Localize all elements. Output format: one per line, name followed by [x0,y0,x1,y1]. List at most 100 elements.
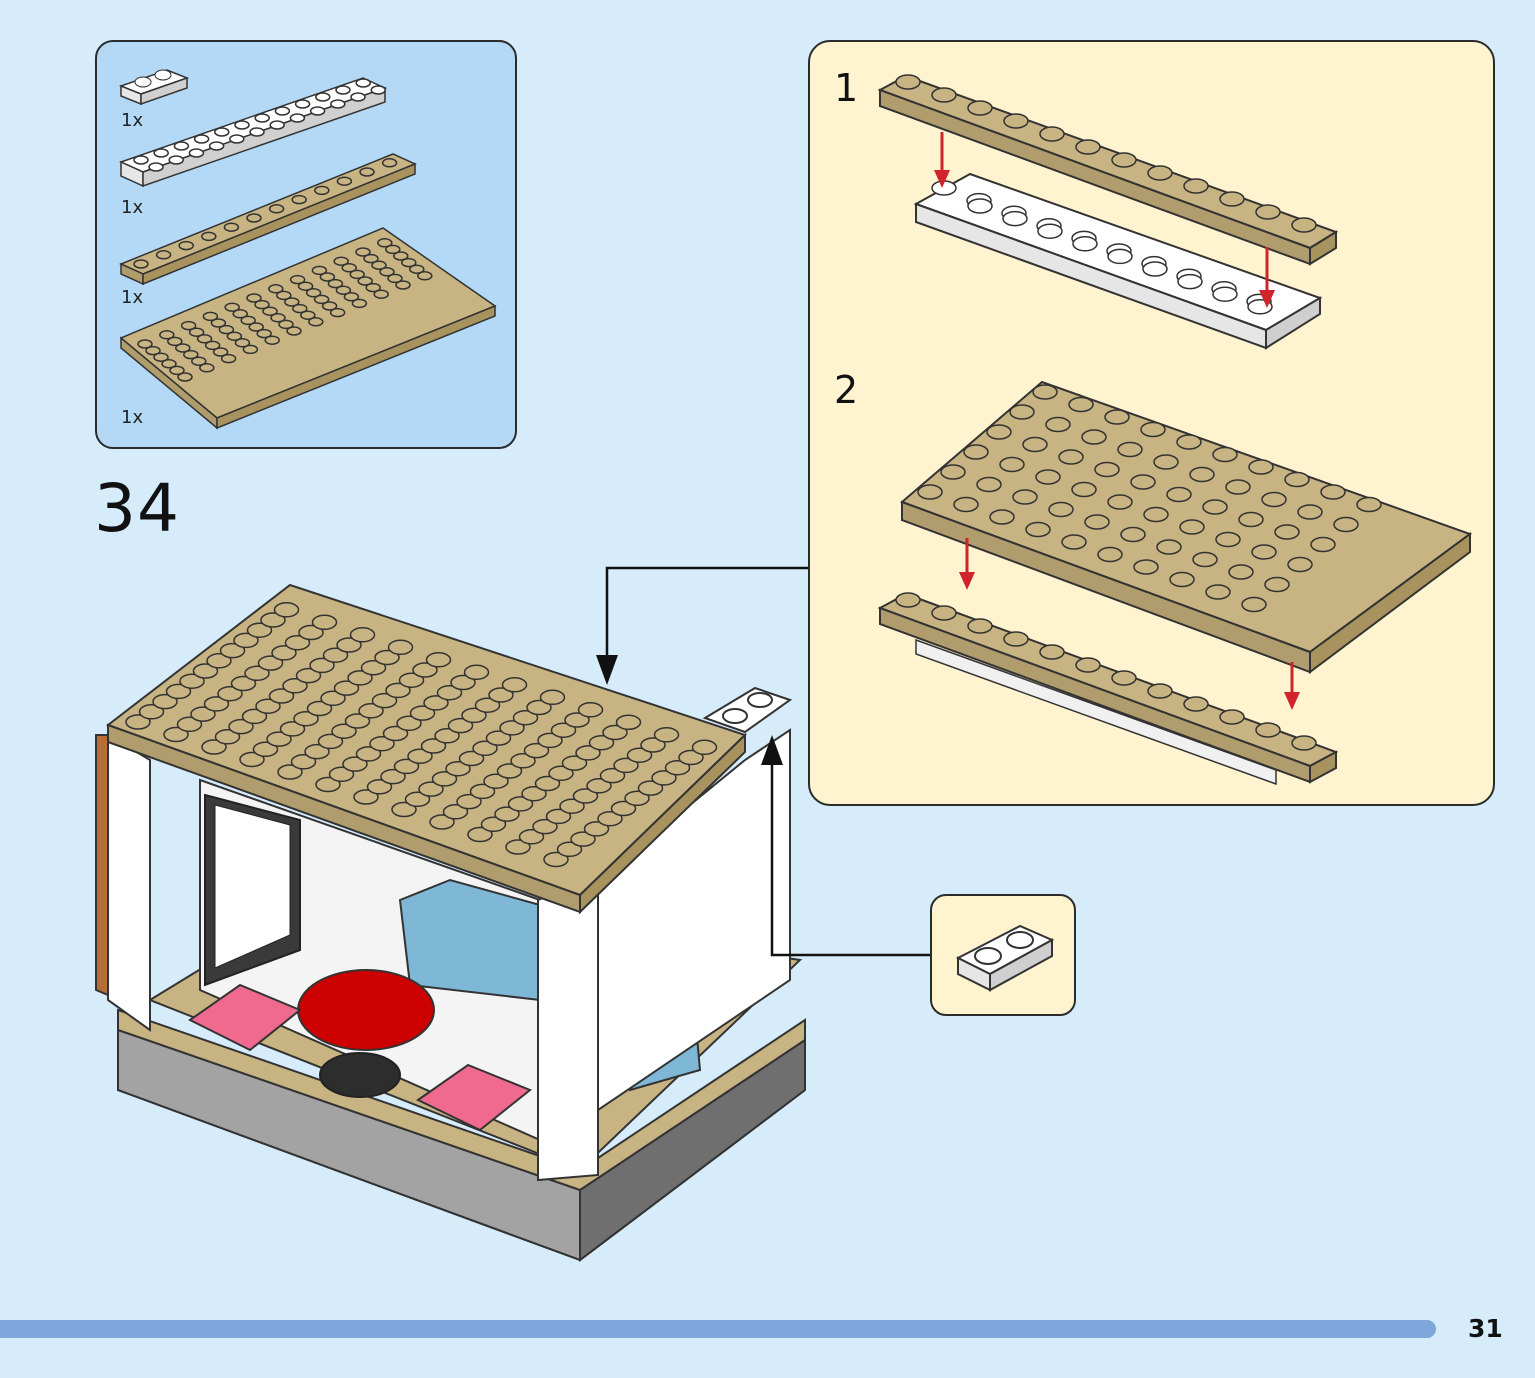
stud [1183,696,1209,712]
stud [1248,459,1274,475]
stud [456,793,482,810]
right-wall [597,728,791,1112]
red-arrow-down-icon [1284,692,1300,710]
stud [1130,474,1156,490]
stud [178,240,194,251]
stud [1176,434,1202,450]
stud [472,740,498,757]
stud [967,100,993,116]
stud [248,322,264,332]
stud [161,359,177,369]
stud [244,665,270,682]
stud [152,693,178,710]
stud [1035,469,1061,485]
stud [229,134,245,144]
stud [1111,152,1137,168]
stud [294,99,311,109]
stud [575,745,601,761]
stud [613,757,639,774]
stud [169,365,185,376]
stud [1147,683,1173,699]
stud [570,831,596,847]
stud [274,106,291,116]
stud [145,345,161,356]
stud [331,723,357,739]
stud [188,327,205,337]
stud [176,716,203,733]
stud [379,267,395,277]
stud [610,800,637,817]
stud [653,727,680,743]
stud [564,712,590,728]
stud [276,290,292,301]
stud [512,709,539,726]
stud [206,653,232,669]
stud [371,260,387,270]
stud [246,213,262,223]
stud [1025,521,1051,538]
stud [282,678,308,694]
stud [173,141,190,151]
stud [953,496,979,513]
stud [233,632,259,649]
stud [1169,571,1195,588]
stud [322,647,349,663]
stud [369,735,395,752]
stud [284,634,311,651]
stud [583,821,610,837]
stud [212,347,229,357]
stud [989,509,1015,525]
step-number: 34 [94,470,180,547]
stud [239,751,265,768]
stud [409,264,425,274]
stud [293,710,319,727]
stud [572,788,599,804]
stud [385,682,411,699]
stud [1142,261,1168,277]
stud [304,743,330,760]
stud [467,826,493,843]
substep2-combined-plate [877,592,1339,786]
stud [1166,486,1192,503]
stud [967,198,993,214]
stud [588,734,615,751]
stud [393,251,409,261]
stud [148,162,164,172]
arrow-down-icon [596,655,618,685]
stud [550,722,577,738]
stud [240,315,256,326]
stud [133,259,149,269]
stud [371,692,398,709]
stud [349,627,376,643]
stool-pink-right [416,1063,532,1132]
roof-plate [105,583,747,915]
stud [1084,514,1110,530]
stud [193,134,210,144]
stud [262,306,278,316]
stud [691,739,718,756]
stud [494,806,520,822]
stud [241,708,268,725]
back-wall [199,778,541,1142]
stud [967,618,993,634]
qty-label: 1x [121,197,144,218]
stud [447,717,474,734]
stud [597,810,623,827]
stud [1219,709,1245,725]
floor [147,888,803,1172]
stud [1212,446,1238,463]
stud [526,699,552,716]
stud [577,702,604,718]
stud [1012,489,1038,505]
left-wall-edge [95,734,109,997]
stud [289,274,306,285]
stud [474,697,501,713]
stud [214,127,230,137]
stud [252,741,279,758]
stud [246,622,273,638]
stud [463,664,490,681]
stud [1215,531,1241,548]
stud [341,263,357,273]
stud [445,760,471,777]
stud [321,301,338,311]
